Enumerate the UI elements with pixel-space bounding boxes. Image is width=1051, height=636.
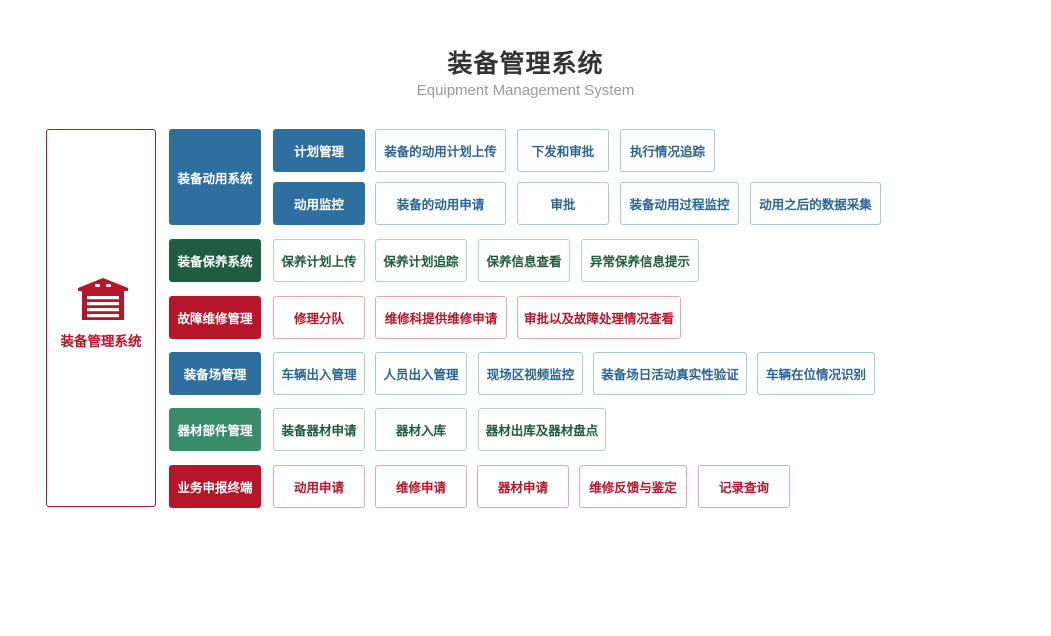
item-parts-outbound-inventory[interactable]: 器材出库及器材盘点 <box>478 408 606 451</box>
category-business-terminal[interactable]: 业务申报终端 <box>169 465 261 508</box>
item-vehicle-presence-recognition[interactable]: 车辆在位情况识别 <box>757 352 875 395</box>
item-daily-activity-verification[interactable]: 装备场日活动真实性验证 <box>593 352 747 395</box>
item-execution-tracking[interactable]: 执行情况追踪 <box>620 129 715 172</box>
item-personnel-access[interactable]: 人员出入管理 <box>375 352 467 395</box>
root-label: 装备管理系统 <box>60 334 142 350</box>
item-use-plan-upload[interactable]: 装备的动用计划上传 <box>375 129 506 172</box>
item-approval[interactable]: 审批 <box>517 182 609 225</box>
item-repair-team[interactable]: 修理分队 <box>273 296 365 339</box>
item-issue-approve[interactable]: 下发和审批 <box>517 129 609 172</box>
item-repair-feedback-appraisal[interactable]: 维修反馈与鉴定 <box>579 465 687 508</box>
item-record-query[interactable]: 记录查询 <box>698 465 790 508</box>
category-parts-management[interactable]: 器材部件管理 <box>169 408 261 451</box>
item-abnormal-maintenance-alert[interactable]: 异常保养信息提示 <box>581 239 699 282</box>
item-use-process-monitoring[interactable]: 装备动用过程监控 <box>620 182 739 225</box>
category-maintenance[interactable]: 装备保养系统 <box>169 239 261 282</box>
page-title: 装备管理系统 <box>447 49 604 78</box>
item-repair-application[interactable]: 维修科提供维修申请 <box>375 296 507 339</box>
item-parts-inbound[interactable]: 器材入库 <box>375 408 467 451</box>
subgroup-plan-management[interactable]: 计划管理 <box>273 129 365 172</box>
category-equipment-use[interactable]: 装备动用系统 <box>169 129 261 225</box>
category-yard-management[interactable]: 装备场管理 <box>169 352 261 395</box>
item-vehicle-access[interactable]: 车辆出入管理 <box>273 352 365 395</box>
item-maintenance-plan-tracking[interactable]: 保养计划追踪 <box>375 239 467 282</box>
item-maintenance-plan-upload[interactable]: 保养计划上传 <box>273 239 365 282</box>
item-equipment-parts-application[interactable]: 装备器材申请 <box>273 408 365 451</box>
item-use-request[interactable]: 动用申请 <box>273 465 365 508</box>
root-node[interactable]: 装备管理系统 <box>46 129 156 507</box>
item-post-use-data-collection[interactable]: 动用之后的数据采集 <box>750 182 881 225</box>
item-site-video-monitoring[interactable]: 现场区视频监控 <box>478 352 583 395</box>
item-maintenance-info-view[interactable]: 保养信息查看 <box>478 239 570 282</box>
warehouse-garage-icon <box>78 278 128 320</box>
item-repair-request[interactable]: 维修申请 <box>375 465 467 508</box>
item-parts-request[interactable]: 器材申请 <box>477 465 569 508</box>
item-approval-fault-status[interactable]: 审批以及故障处理情况查看 <box>517 296 681 339</box>
item-use-application[interactable]: 装备的动用申请 <box>375 182 506 225</box>
subgroup-use-monitoring[interactable]: 动用监控 <box>273 182 365 225</box>
page-subtitle: Equipment Management System <box>416 82 635 99</box>
category-fault-repair[interactable]: 故障维修管理 <box>169 296 261 339</box>
